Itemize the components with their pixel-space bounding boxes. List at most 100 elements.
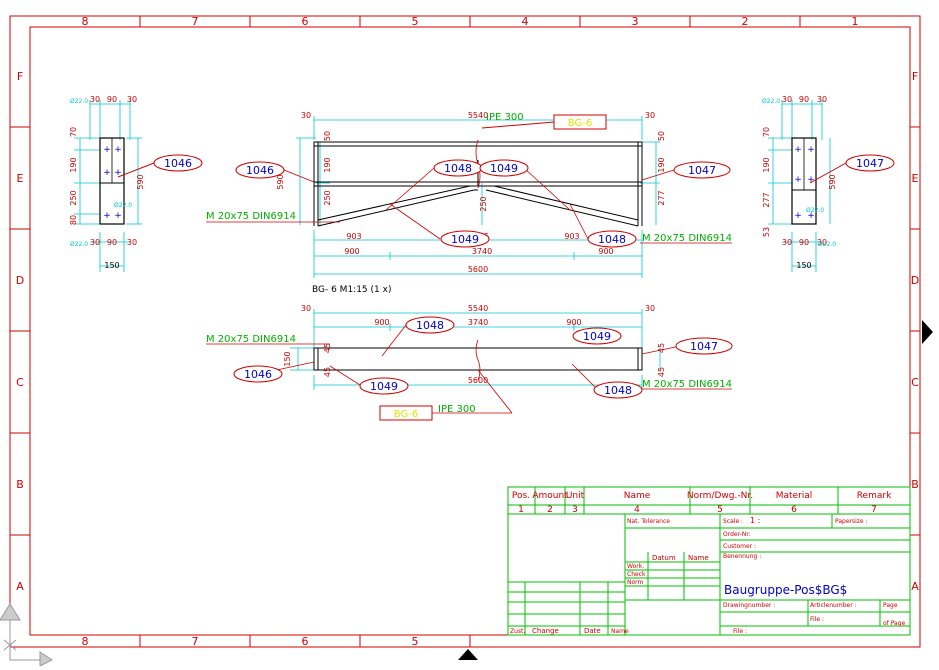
frame-labels: 8 7 6 5 4 3 2 1 8 7 6 5 F E D C B A F E … [16, 15, 919, 648]
drawing-frame [9, 15, 921, 648]
tb-paper-size: Papersize : [835, 518, 868, 525]
left-dim-height: 590 [136, 174, 145, 189]
front-profile-label: IPE 300 [486, 112, 524, 123]
right-dim-side-3: 277 [762, 192, 771, 207]
tb-header-name: Name [624, 491, 651, 501]
front-dim-left-v3: 250 [323, 190, 332, 205]
svg-text:+: + [103, 168, 111, 178]
front-view: 5540 30 30 50 190 250 590 250 50 190 277… [206, 111, 732, 295]
svg-text:+: + [807, 175, 815, 185]
frame-col-bottom-6: 6 [302, 635, 309, 648]
frame-row-right-c: C [911, 376, 919, 389]
front-dim-left-v1: 50 [323, 131, 332, 141]
front-dim-bottom-3: 900 [598, 247, 613, 256]
front-dim-diag-left: 903 [346, 232, 361, 241]
plan-balloon-1046: 1046 [244, 368, 272, 381]
tb-scale-label: Scale : [723, 518, 743, 525]
frame-row-left-f: F [17, 70, 23, 83]
front-view-title: BG- 6 M1:15 (1 x) [312, 285, 391, 295]
front-dim-right-v3: 277 [657, 190, 666, 205]
plan-view: 5540 30 30 900 3740 900 5600 150 45 45 4… [206, 304, 733, 421]
frame-row-right-b: B [911, 478, 919, 491]
svg-text:+: + [794, 175, 802, 185]
tb-check: Check [627, 571, 646, 578]
tb-name-short: Name [611, 628, 629, 635]
frame-col-bottom-7: 7 [192, 635, 199, 648]
plan-balloon-1049-top: 1049 [583, 330, 611, 343]
right-hole-mid: Ø22.0 [806, 207, 824, 214]
frame-row-left-b: B [16, 478, 24, 491]
right-dim-side-1: 70 [762, 127, 771, 137]
tb-title: Baugruppe-Pos$BG$ [724, 583, 847, 597]
front-dim-left-height: 590 [276, 174, 285, 189]
svg-text:+: + [103, 145, 111, 155]
svg-text:+: + [807, 145, 815, 155]
plan-dim-top-1: 900 [374, 318, 389, 327]
tb-description: Benennung : [723, 553, 761, 560]
front-balloon-1048-top: 1048 [444, 162, 472, 175]
plan-dim-left-small-2: 45 [323, 367, 332, 377]
plan-balloon-1048-bottom: 1048 [604, 384, 632, 397]
front-dim-overall-bottom: 5600 [468, 265, 488, 274]
left-dim-bottom-3: 30 [127, 238, 137, 247]
left-hole-mid: Ø22.0 [114, 202, 132, 209]
tb-header-unit: Unit [566, 491, 585, 501]
front-dim-end-left: 30 [301, 111, 311, 120]
plan-dim-right-small-1: 45 [657, 343, 666, 353]
tb-work: Work. [627, 563, 644, 570]
front-balloon-1049-bottom: 1049 [451, 233, 479, 246]
front-balloon-1048-bottom: 1048 [598, 233, 626, 246]
right-dim-bottom-2: 90 [799, 238, 809, 247]
left-dim-side-3: 250 [69, 190, 78, 205]
front-balloon-1046: 1046 [246, 164, 274, 177]
frame-row-right-a: A [911, 580, 919, 593]
tb-zust: Zust. [510, 628, 525, 635]
tb-norm: Norm [627, 579, 644, 586]
left-dim-bottom-1: 30 [90, 238, 100, 247]
svg-text:+: + [794, 211, 802, 221]
front-dim-overall-top: 5540 [468, 111, 488, 120]
left-dim-side-4: 80 [69, 215, 78, 225]
tb-header-amount: Amount [532, 491, 568, 501]
right-dim-bottom-3: 30 [817, 238, 827, 247]
tb-name: Name [688, 554, 709, 562]
left-dim-bottom-2: 90 [107, 238, 117, 247]
frame-col-top-4: 4 [522, 15, 529, 28]
tb-order-nr: Order-Nr: [723, 531, 751, 538]
tb-change: Change [532, 627, 559, 635]
frame-col-top-1: 1 [852, 15, 859, 28]
front-dim-right-v2: 190 [657, 157, 666, 172]
tb-datum: Datum [652, 554, 676, 562]
front-dim-end-right: 30 [645, 111, 655, 120]
center-mark-right-icon [922, 320, 933, 344]
plan-dim-right-small-2: 45 [657, 367, 666, 377]
left-dim-width: 150 [104, 261, 119, 270]
front-dim-mid-vertical: 250 [479, 196, 488, 211]
front-dim-bottom-2: 3740 [472, 247, 492, 256]
front-assembly-tag: BG-6 [568, 118, 592, 129]
frame-col-top-5: 5 [412, 15, 419, 28]
title-block: Pos. Amount Unit Name Norm/Dwg.-Nr. Mate… [507, 486, 911, 636]
plan-dim-left-vertical: 150 [283, 351, 292, 366]
frame-row-right-d: D [911, 274, 919, 287]
left-hole-bottom: Ø22.0 [70, 241, 88, 248]
tb-num-4: 4 [634, 505, 640, 515]
tb-num-7: 7 [871, 505, 877, 515]
left-end-view: ++ ++ ++ 30 90 30 30 90 30 150 70 190 25… [69, 95, 203, 272]
front-balloon-1047: 1047 [688, 164, 716, 177]
frame-col-top-7: 7 [192, 15, 199, 28]
tb-of-page: of Page [883, 620, 906, 627]
frame-col-bottom-5: 5 [412, 635, 419, 648]
right-dim-bottom-1: 30 [782, 238, 792, 247]
tb-article-number: Articlenumber : [810, 602, 857, 609]
frame-col-top-3: 3 [632, 15, 639, 28]
tb-file-2: File : [733, 628, 747, 635]
front-dim-right-v1: 50 [657, 131, 666, 141]
plan-dim-end-left: 30 [301, 304, 311, 313]
frame-row-right-e: E [912, 172, 919, 185]
tb-file: File : [810, 616, 824, 623]
tb-num-5: 5 [717, 505, 723, 515]
front-dim-bottom-1: 900 [344, 247, 359, 256]
tb-header-remark: Remark [857, 491, 892, 501]
